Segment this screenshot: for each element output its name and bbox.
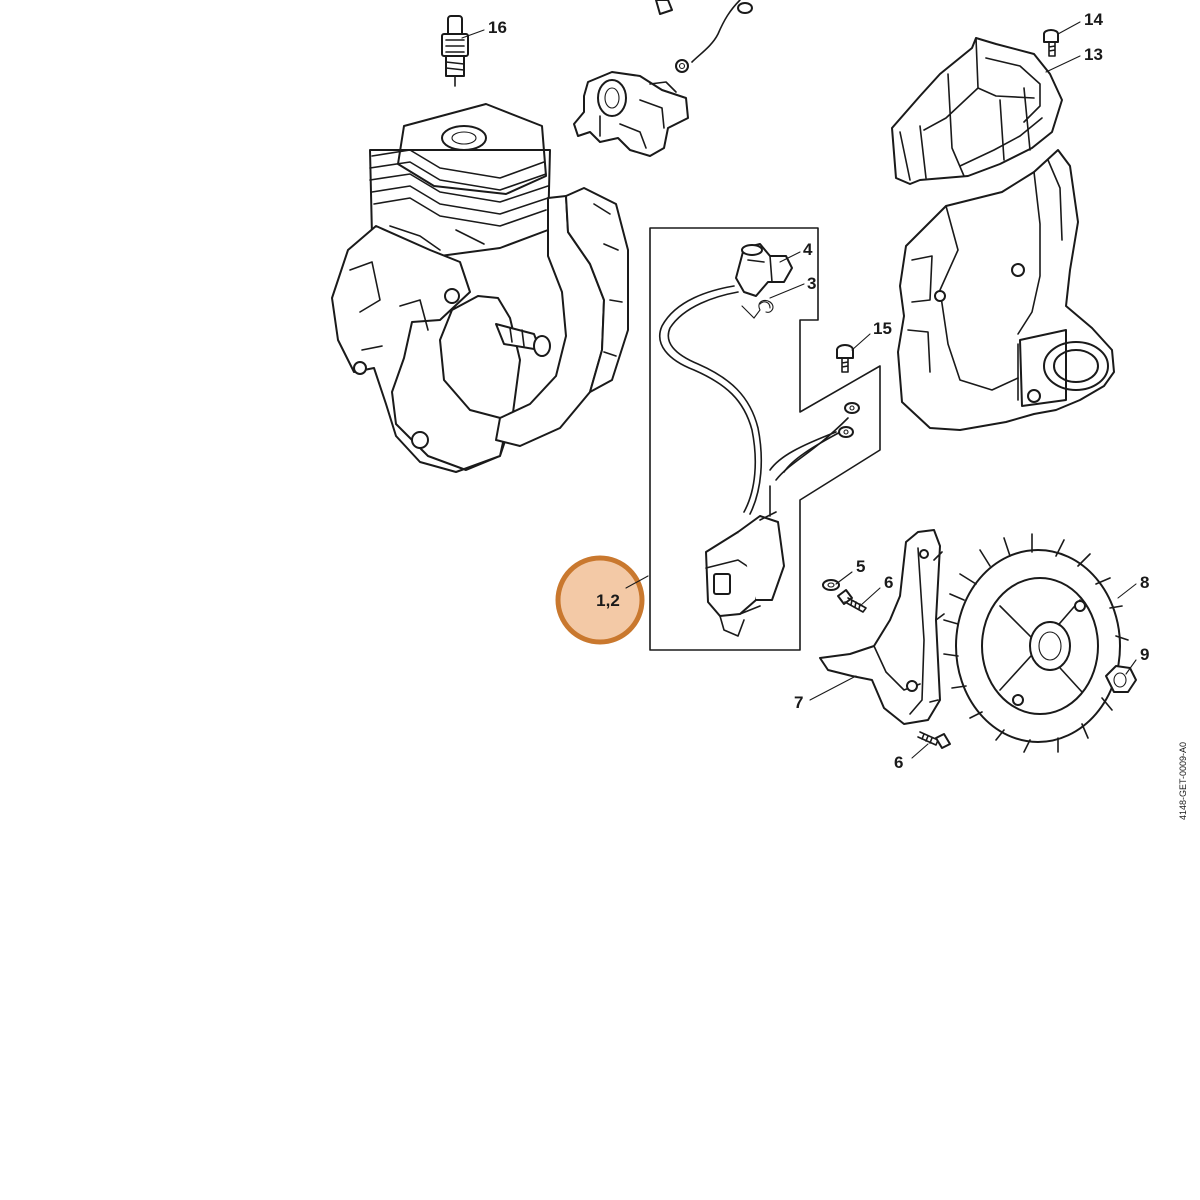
callout-16: 16 (488, 18, 507, 37)
engine-block-part[interactable] (331, 103, 629, 473)
callout-14: 14 (1084, 10, 1103, 29)
callout-6-lower: 6 (894, 753, 903, 772)
ignition-lead-top (655, 0, 753, 73)
ignition-module-part[interactable] (659, 243, 860, 637)
screw-15-part[interactable] (836, 344, 854, 373)
diagram-code: 4148-GET-0009-A0 (1178, 742, 1188, 820)
callout-leaders (461, 21, 1137, 759)
callout-labels: 16 14 13 4 3 15 5 6 8 9 7 6 (488, 10, 1149, 772)
callout-13: 13 (1084, 45, 1103, 64)
callout-1-2: 1,2 (596, 591, 620, 610)
flywheel-part[interactable] (943, 533, 1129, 753)
callout-6-upper: 6 (884, 573, 893, 592)
carburetor-part[interactable] (573, 71, 689, 157)
nut-part[interactable] (1105, 665, 1137, 693)
callout-8: 8 (1140, 573, 1149, 592)
guide-plate-part[interactable] (819, 529, 945, 725)
callout-15: 15 (873, 319, 892, 338)
washer-part[interactable] (822, 579, 840, 591)
highlight-callout-1-2[interactable]: 1,2 (555, 555, 649, 645)
shroud-cover-part[interactable] (891, 37, 1063, 185)
fan-housing-part[interactable] (897, 149, 1115, 431)
callout-7: 7 (794, 693, 803, 712)
screw-6-lower-part[interactable] (917, 731, 951, 749)
ignition-module-frame (649, 227, 881, 651)
highlight-circle (555, 555, 645, 645)
callout-3: 3 (807, 274, 816, 293)
callout-4: 4 (803, 240, 813, 259)
callout-9: 9 (1140, 645, 1149, 664)
screw-6-upper-part[interactable] (837, 589, 867, 613)
screw-14-part[interactable] (1043, 29, 1059, 57)
callout-5: 5 (856, 557, 865, 576)
spark-plug-part[interactable] (441, 15, 469, 87)
